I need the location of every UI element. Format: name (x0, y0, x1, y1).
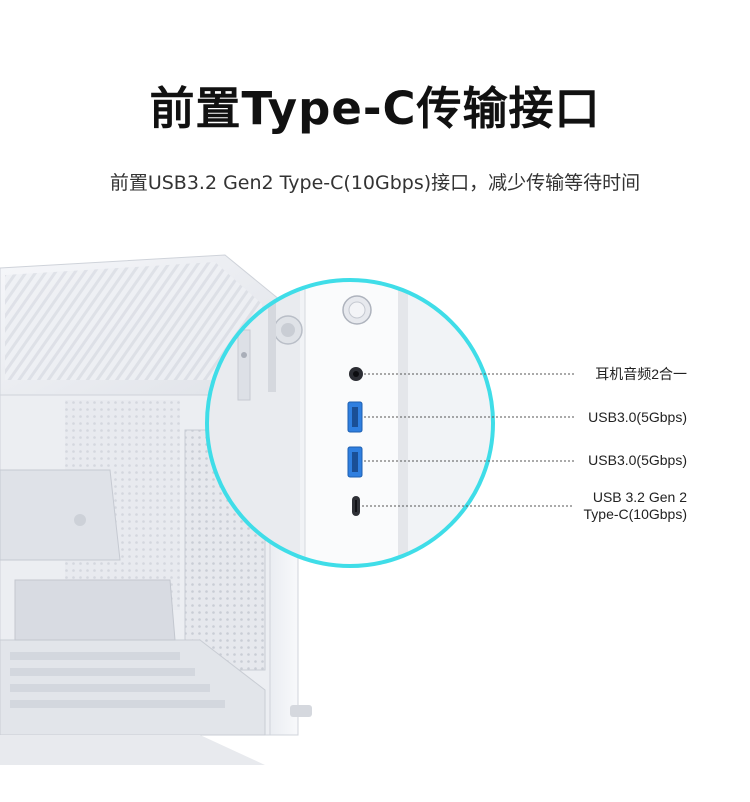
usb-port-label-2: USB3.0(5Gbps) (588, 452, 687, 468)
usbc-port-label-line1: USB 3.2 Gen 2 (592, 489, 687, 505)
power-button-icon (342, 295, 372, 325)
usbc-port-label-line2: Type-C(10Gbps) (583, 506, 687, 522)
usb-a-port-icon (347, 401, 363, 433)
audio-port-label: 耳机音频2合一 (595, 366, 687, 382)
usb-c-port-icon (352, 496, 360, 516)
audio-jack-icon (349, 367, 363, 381)
usb-a-port-icon (347, 446, 363, 478)
page-subtitle: 前置USB3.2 Gen2 Type-C(10Gbps)接口，减少传输等待时间 (109, 172, 641, 194)
io-zoom-callout (205, 278, 574, 568)
usbc-port-label: USB 3.2 Gen 2 Type-C(10Gbps) (584, 489, 687, 523)
usb-port-label-1: USB3.0(5Gbps) (588, 409, 687, 425)
page-title: 前置Type-C传输接口 (149, 82, 601, 135)
